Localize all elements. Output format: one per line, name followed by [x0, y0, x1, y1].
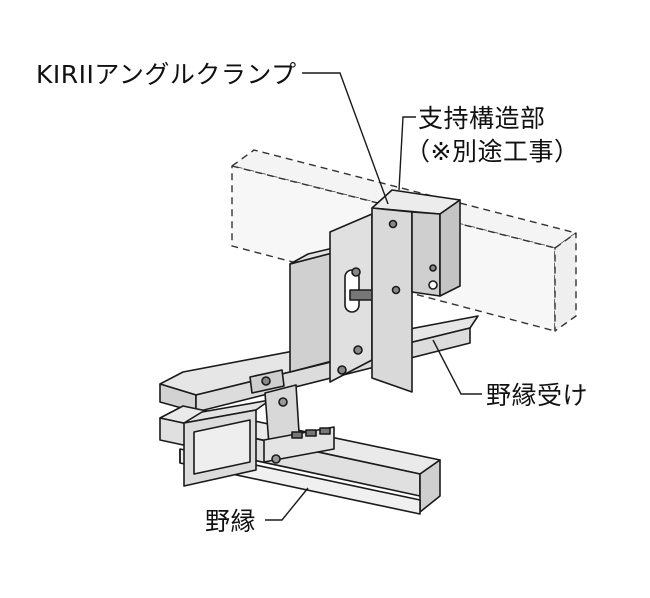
- angle-clamp-front: [371, 189, 461, 393]
- label-furring: 野縁: [205, 507, 257, 536]
- leader-furring: [265, 487, 309, 521]
- leader-receiver: [432, 339, 482, 395]
- leader-lines: [265, 72, 482, 521]
- leader-support: [398, 116, 416, 191]
- leader-clamp: [302, 72, 389, 205]
- label-separate-work: （※別途工事）: [405, 137, 580, 166]
- hanger-clip: [249, 369, 335, 464]
- label-ceiling-receiver: 野縁受け: [486, 381, 589, 410]
- label-support-structure: 支持構造部: [418, 104, 546, 133]
- label-kirii-angle-clamp: KIRIIアングルクランプ: [36, 60, 297, 89]
